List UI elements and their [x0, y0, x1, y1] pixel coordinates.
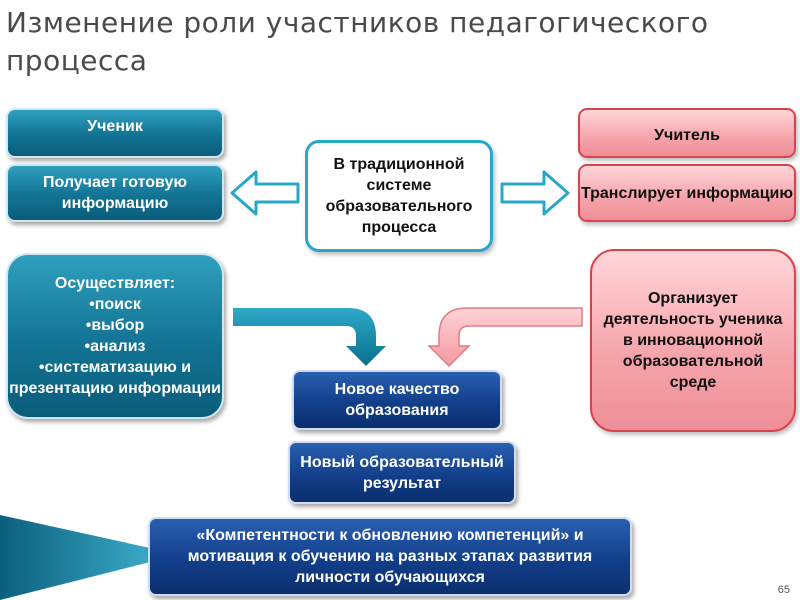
student-label-box: Ученик: [6, 108, 224, 158]
student-performs-box: Осуществляет: •поиск •выбор •анализ •сис…: [6, 253, 224, 419]
student-performs-item: •анализ: [84, 338, 146, 355]
student-performs-item: •поиск: [89, 296, 141, 313]
student-receives-text: Получает готовую информацию: [42, 174, 188, 212]
left-arrow-icon: [230, 170, 300, 216]
student-receives-box: Получает готовую информацию: [6, 164, 224, 222]
student-label: Ученик: [87, 118, 143, 135]
student-performs-item: •выбор: [85, 317, 145, 334]
decorative-wedge: [0, 515, 150, 600]
traditional-system-text: В традиционной системе образовательного …: [325, 156, 473, 236]
new-quality-text: Новое качество образования: [334, 381, 460, 419]
traditional-system-box: В традиционной системе образовательного …: [305, 140, 493, 252]
teacher-transmits-box: Транслирует информацию: [578, 164, 796, 222]
student-performs-item: •систематизацию и презентацию информации: [9, 359, 221, 397]
curved-arrow-right-icon: [427, 307, 583, 368]
new-result-text: Новый образовательный результат: [300, 453, 504, 492]
teacher-organizes-box: Организует деятельность ученика в иннова…: [590, 249, 796, 432]
new-quality-box: Новое качество образования: [292, 370, 502, 430]
competence-box: «Компетентности к обновлению компетенций…: [148, 517, 632, 596]
teacher-transmits-text: Транслирует информацию: [580, 184, 794, 202]
competence-text: «Компетентности к обновлению компетенций…: [187, 527, 593, 586]
new-result-box: Новый образовательный результат: [288, 441, 516, 504]
slide-number: 65: [777, 584, 790, 596]
curved-arrow-left-icon: [233, 308, 386, 366]
teacher-label: Учитель: [654, 126, 720, 144]
right-arrow-icon: [500, 170, 570, 216]
teacher-organizes-text: Организует деятельность ученика в иннова…: [603, 290, 783, 391]
student-performs-title: Осуществляет:: [54, 275, 176, 292]
page-title: Изменение роли участников педагогическог…: [6, 6, 709, 77]
teacher-label-box: Учитель: [578, 108, 796, 158]
